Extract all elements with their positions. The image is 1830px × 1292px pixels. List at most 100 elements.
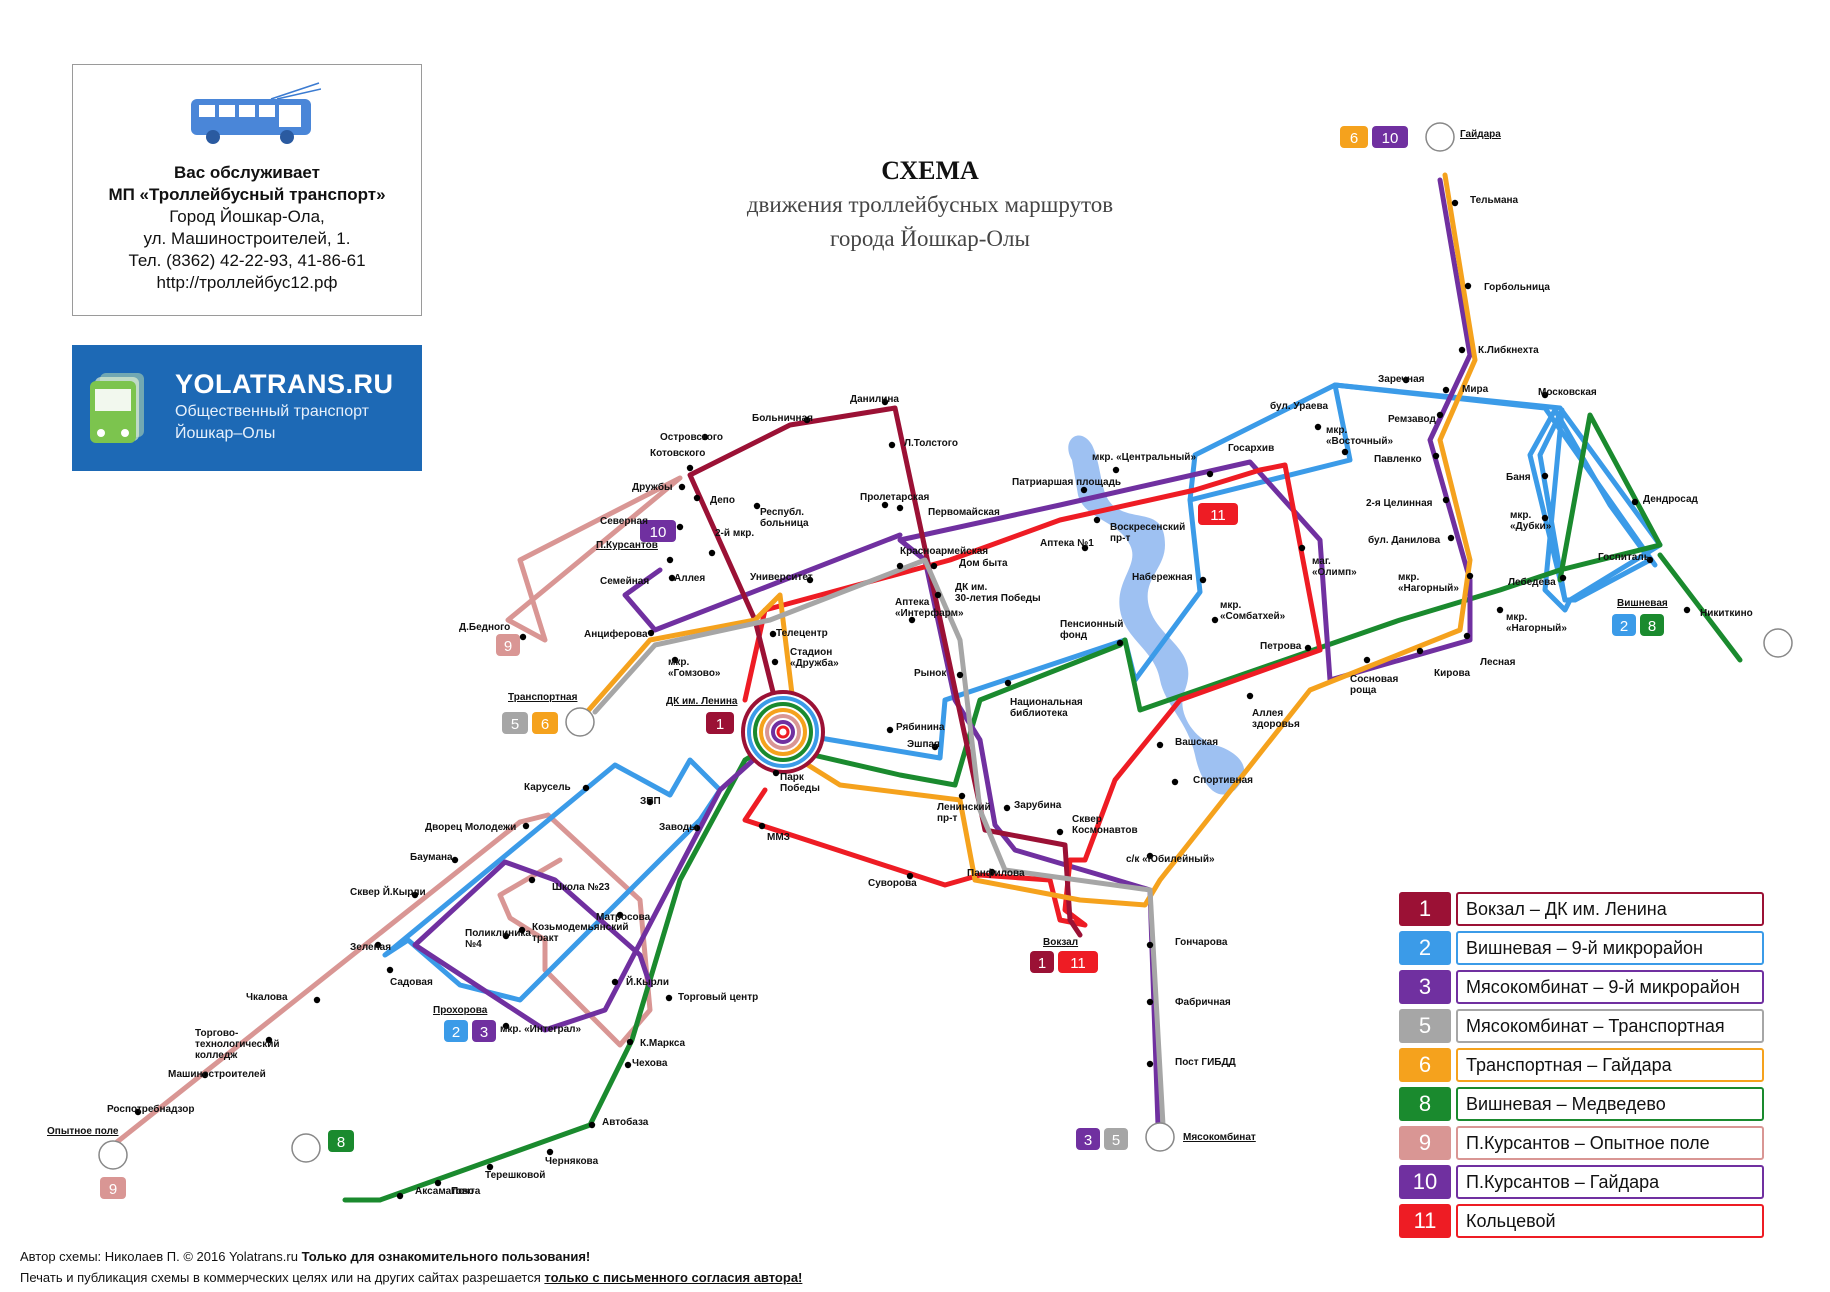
stop[interactable]: Тельмана <box>1451 195 1519 207</box>
stop[interactable]: Гончарова <box>1146 937 1228 949</box>
stop[interactable]: Госархив <box>1206 443 1274 478</box>
stop[interactable]: Котовского <box>650 448 705 472</box>
stop[interactable]: Первомайская <box>896 504 1000 518</box>
stop[interactable]: бул. Данилова <box>1368 534 1455 546</box>
stop[interactable]: Роспотребнадзор <box>107 1103 194 1116</box>
stop[interactable]: мкр.«Восточный» <box>1326 425 1393 456</box>
stop[interactable]: Вашская <box>1156 737 1218 749</box>
stop[interactable]: мкр.«Гомзово» <box>668 656 721 679</box>
stop[interactable]: ДК им.30-летия Победы <box>934 582 1041 604</box>
stop[interactable]: Суворова <box>868 872 917 889</box>
stop[interactable]: Баня <box>1506 472 1549 483</box>
stop[interactable]: Фабричная <box>1146 996 1231 1008</box>
stop[interactable]: К.Маркса <box>626 1038 686 1049</box>
stop[interactable]: 2-й мкр. <box>708 528 755 557</box>
stop[interactable]: Аксаматово <box>396 1186 474 1200</box>
stop[interactable]: Павленко <box>1374 452 1440 465</box>
stop[interactable]: ММЗ <box>758 822 790 843</box>
stop[interactable]: Лесная <box>1463 632 1516 668</box>
stop[interactable]: мкр.«Нагорный» <box>1496 606 1568 634</box>
stop[interactable]: ЗПП <box>640 796 661 807</box>
stop[interactable]: мкр.«Дубки» <box>1510 510 1552 532</box>
stop[interactable]: Стадион«Дружба» <box>771 647 839 669</box>
stop[interactable]: Пролетарская <box>860 492 930 509</box>
stop[interactable]: Петрова <box>1260 641 1312 652</box>
stop[interactable]: Садовая <box>386 966 433 988</box>
stop[interactable]: Эшпая <box>907 739 940 751</box>
stop[interactable]: Ремзавод <box>1388 411 1444 425</box>
stop[interactable]: Д.Бедного <box>459 622 527 641</box>
stop[interactable]: Машиностроителей <box>168 1069 266 1080</box>
stop[interactable]: Дендросад <box>1631 494 1699 506</box>
stop[interactable]: Школа №23 <box>528 876 610 893</box>
stop[interactable]: Телецентр <box>769 628 828 639</box>
stop[interactable]: мкр. «Центральный» <box>1092 452 1196 474</box>
stop[interactable]: Красноармейская <box>896 546 988 570</box>
stop[interactable]: Рынок <box>914 668 964 679</box>
hub-dk-lenina[interactable] <box>741 690 825 774</box>
stop[interactable]: Дружбы <box>632 481 686 493</box>
stop[interactable]: Панфилова <box>967 867 1025 879</box>
stop[interactable]: Матросова <box>596 911 651 923</box>
stop[interactable]: Й.Кырли <box>611 975 669 988</box>
stop[interactable]: мкр.«Сомбатхей» <box>1211 600 1286 624</box>
stop[interactable]: Пост ГИБДД <box>1146 1057 1236 1068</box>
stop[interactable]: Заречная <box>1378 374 1425 385</box>
stop[interactable]: Карусель <box>524 782 590 793</box>
stop[interactable]: Депо <box>693 494 735 506</box>
stop[interactable]: Мира <box>1442 384 1489 395</box>
stop[interactable]: Баумана <box>410 852 459 864</box>
stop[interactable]: Островского <box>660 432 723 443</box>
stop[interactable]: Республ.больница <box>753 502 809 529</box>
info-link[interactable]: http://троллейбус12.рф <box>156 273 338 292</box>
stop[interactable]: Лебедева <box>1508 574 1567 588</box>
stop[interactable]: Рябинина <box>886 721 945 734</box>
stop[interactable]: Никиткино <box>1683 606 1753 619</box>
stop[interactable]: Зарубина <box>1003 799 1062 812</box>
stop[interactable]: К.Либкнехта <box>1458 344 1539 356</box>
stop[interactable]: Больничная <box>752 413 813 424</box>
stop[interactable]: 2-я Целинная <box>1366 496 1450 509</box>
yolatrans-banner[interactable]: YOLATRANS.RU Общественный транспорт Йошк… <box>72 345 422 471</box>
stop[interactable]: Сквер Й.Кырли <box>350 885 426 899</box>
stop[interactable]: мкр. «Интеграл» <box>500 1022 582 1035</box>
stop[interactable]: Дворец Молодежи <box>425 822 530 833</box>
stop[interactable]: Почта <box>434 1179 481 1197</box>
stop[interactable]: бул. Ураева <box>1270 400 1328 431</box>
stop[interactable]: Л.Толстого <box>888 438 958 449</box>
stop[interactable]: Московская <box>1538 387 1597 399</box>
stop[interactable]: Спортивная <box>1171 775 1253 786</box>
stop[interactable]: Патриаршая площадь <box>1012 477 1121 494</box>
stop[interactable]: Дом быта <box>930 557 1008 570</box>
stop[interactable]: Аптека«Интерфарм» <box>895 597 964 624</box>
stop[interactable]: Аптека №1 <box>1040 538 1094 552</box>
stop[interactable]: Чернякова <box>545 1148 599 1167</box>
stop[interactable]: Аллея <box>668 573 706 584</box>
stop[interactable]: Данилина <box>850 394 899 406</box>
stop[interactable]: Горбольница <box>1464 281 1551 293</box>
stop[interactable]: с/к «Юбилейный» <box>1126 852 1215 865</box>
stop[interactable]: Чехова <box>624 1058 668 1069</box>
stop[interactable]: мкр.«Нагорный» <box>1398 572 1474 594</box>
stop[interactable]: Семейная <box>600 556 674 587</box>
stop[interactable]: Северная <box>600 516 684 531</box>
stop[interactable]: Университет <box>750 572 814 584</box>
stop[interactable]: Терешковой <box>485 1163 545 1181</box>
stop[interactable]: Заводы <box>659 822 701 833</box>
stop[interactable]: Автобаза <box>588 1116 649 1129</box>
stop[interactable]: Кирова <box>1416 647 1471 679</box>
stop[interactable]: маг.«Олимп» <box>1298 544 1357 578</box>
stop[interactable]: Зеленая <box>350 941 391 953</box>
stop[interactable]: Анциферова <box>584 628 655 640</box>
stop[interactable]: Набережная <box>1132 571 1207 584</box>
